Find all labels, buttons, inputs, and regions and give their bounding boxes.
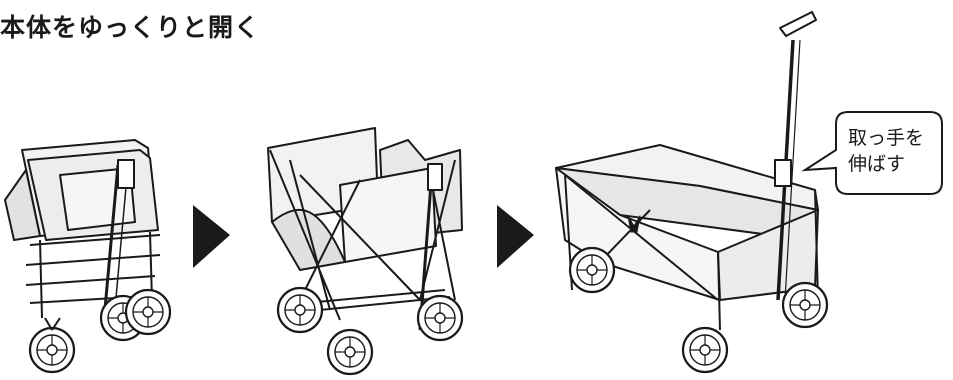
callout-bubble xyxy=(801,111,943,195)
next-step-arrow xyxy=(193,205,230,268)
open-cart xyxy=(555,11,829,374)
callout-text: 取っ手を 伸ばす xyxy=(848,125,953,177)
folded-cart xyxy=(4,139,172,374)
callout-line-2: 伸ばす xyxy=(848,153,906,175)
half-open-cart xyxy=(267,127,464,376)
instruction-title: 本体をゆっくりと開く xyxy=(0,13,261,42)
callout-line-1: 取っ手を xyxy=(848,127,925,149)
next-step-arrow xyxy=(497,205,534,268)
